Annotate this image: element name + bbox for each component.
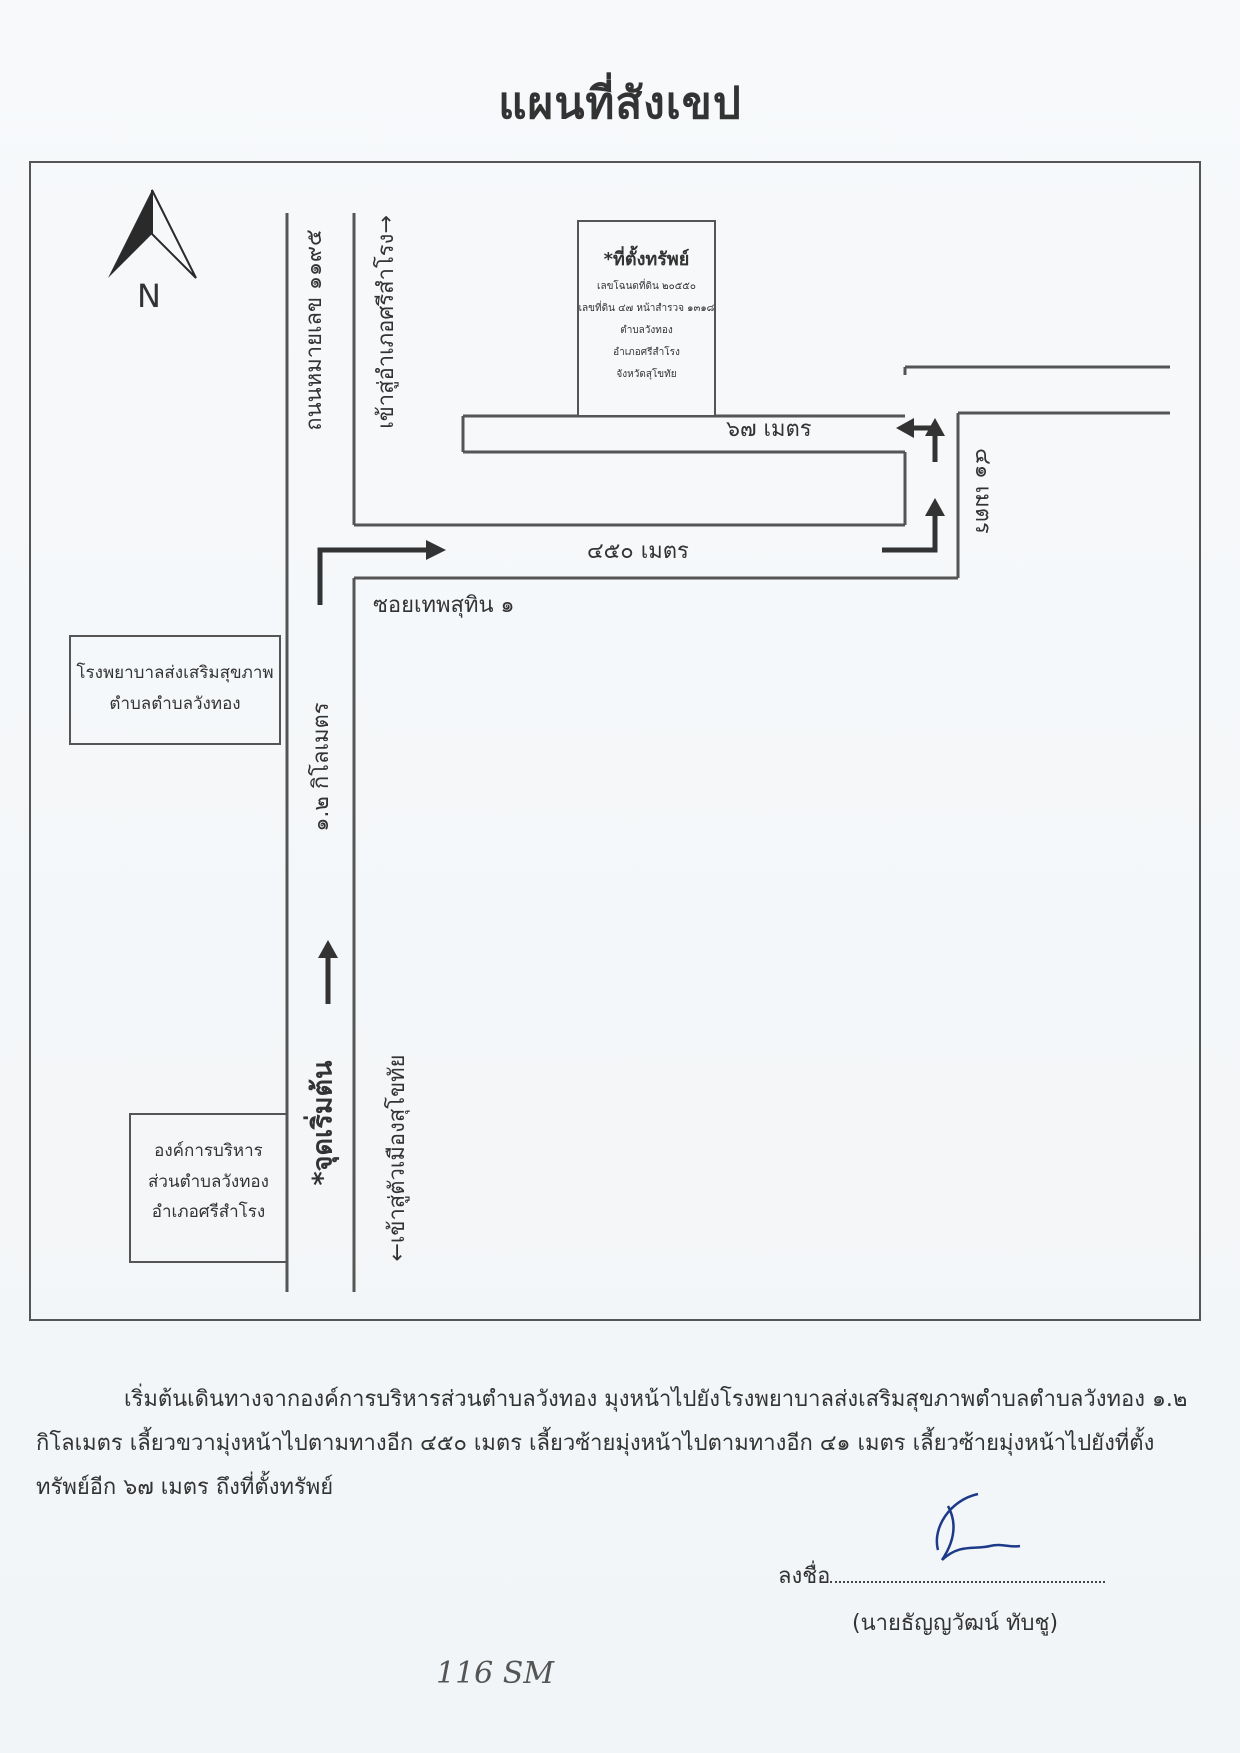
distance-450-m: ๔๕๐ เมตร bbox=[587, 539, 689, 564]
distance-1-2-km: ๑.๒ กิโลเมตร bbox=[309, 702, 334, 832]
hospital-label: โรงพยาบาลส่งเสริมสุขภาพ ตำบลตำบลวังทอง bbox=[70, 658, 280, 719]
to-mueang-sukhothai-label: ←เข้าสู่ตัวเมืองสุโขทัย bbox=[385, 1054, 410, 1262]
sao-line-3: อำเภอศรีสำโรง bbox=[151, 1202, 266, 1223]
signature-row: ลงชื่อ bbox=[778, 1558, 1106, 1593]
property-box bbox=[577, 220, 716, 417]
property-line: ตำบลวังทอง bbox=[620, 325, 673, 337]
property-line: เลขที่ดิน ๔๗ หน้าสำรวจ ๑๓๑๘ bbox=[578, 303, 715, 315]
signer-name: (นายธัญญวัฒน์ ทับชู) bbox=[852, 1611, 1059, 1636]
to-srisamrong-label: เข้าสู่อำเภอศรีสำโรง→ bbox=[374, 215, 399, 429]
sao-box bbox=[129, 1113, 288, 1263]
hospital-line-1: โรงพยาบาลส่งเสริมสุขภาพ bbox=[76, 663, 274, 683]
property-info: *ที่ตั้งทรัพย์ เลขโฉนดที่ดิน ๒๐๕๕๐ เลขที… bbox=[578, 244, 715, 386]
hospital-box bbox=[69, 635, 281, 745]
distance-41-m: ๔๑ เมตร bbox=[970, 448, 995, 534]
distance-67-m: ๖๗ เมตร bbox=[726, 417, 812, 442]
property-line: อำเภอศรีสำโรง bbox=[613, 347, 680, 359]
route-arrows bbox=[317, 418, 945, 1004]
hospital-line-2: ตำบลตำบลวังทอง bbox=[109, 693, 241, 714]
map-frame bbox=[29, 161, 1201, 1321]
north-label: N bbox=[137, 277, 161, 315]
sao-label: องค์การบริหาร ส่วนตำบลวังทอง อำเภอศรีสำโ… bbox=[130, 1136, 287, 1228]
handwritten-note: 116 SM bbox=[436, 1656, 555, 1691]
start-point-label: *จุดเริ่มต้น bbox=[307, 1060, 339, 1186]
property-line: จังหวัดสุโขทัย bbox=[616, 369, 677, 381]
handwritten-signature bbox=[935, 1492, 1021, 1561]
soi-label: ซอยเทพสุทิน ๑ bbox=[373, 593, 515, 618]
sao-line-2: ส่วนตำบลวังทอง bbox=[148, 1171, 269, 1192]
property-title: *ที่ตั้งทรัพย์ bbox=[603, 249, 690, 270]
route-description: เริ่มต้นเดินทางจากองค์การบริหารส่วนตำบลว… bbox=[36, 1387, 1188, 1500]
page-title: แผนที่สังเขป bbox=[498, 78, 742, 129]
signature-line bbox=[830, 1563, 1106, 1583]
highway-label: ถนนหมายเลข ๑๑๙๕ bbox=[302, 229, 327, 431]
property-line: เลขโฉนดที่ดิน ๒๐๕๕๐ bbox=[597, 281, 696, 293]
signature-label: ลงชื่อ bbox=[778, 1564, 831, 1589]
north-arrow-icon bbox=[108, 189, 197, 279]
sao-line-1: องค์การบริหาร bbox=[154, 1141, 263, 1161]
